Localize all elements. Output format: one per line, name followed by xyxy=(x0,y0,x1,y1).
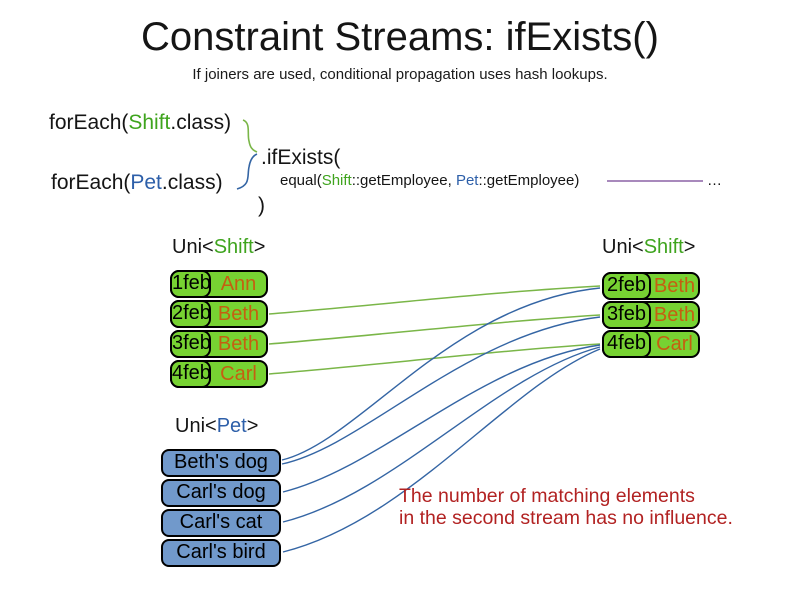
blue-connector-bethsdog-2feb xyxy=(281,287,601,461)
list-item: Beth's dog xyxy=(161,449,281,477)
page-subtitle: If joiners are used, conditional propaga… xyxy=(192,66,608,83)
employee-cell: Carl xyxy=(220,363,257,385)
right-uni-shift-label: Uni<Shift> xyxy=(602,236,695,259)
date-cell: 2feb xyxy=(170,300,211,328)
blue-connector-carlsdog-4feb xyxy=(282,344,601,493)
employee-cell: Beth xyxy=(653,304,696,326)
code-equal-joiner: equal(Shift::getEmployee, Pet::getEmploy… xyxy=(280,172,579,189)
brace-top-green xyxy=(242,119,258,153)
date-cell: 4feb xyxy=(170,360,211,388)
code-text: .class) xyxy=(161,171,223,194)
continuation-ellipsis: … xyxy=(707,172,724,189)
date-cell: 3feb xyxy=(170,330,211,358)
left-uni-shift-label: Uni<Shift> xyxy=(172,236,265,259)
code-close-paren: ) xyxy=(258,194,265,217)
table-row: Carl 4feb xyxy=(602,330,700,358)
pet-type-token: Pet xyxy=(216,415,247,437)
date-cell: 4feb xyxy=(602,330,651,358)
code-text: ::getEmployee, xyxy=(351,172,456,189)
code-text: equal( xyxy=(280,172,322,189)
table-row: Beth 3feb xyxy=(602,301,700,329)
note-line1: The number of matching elements xyxy=(399,485,695,507)
pet-class-token: Pet xyxy=(455,172,479,189)
code-text: forEach( xyxy=(49,111,129,134)
code-text: ::getEmployee) xyxy=(478,172,580,189)
label-text: > xyxy=(253,236,266,258)
list-item: Carl's dog xyxy=(161,479,281,507)
shift-type-token: Shift xyxy=(643,236,684,258)
brace-bottom-blue xyxy=(236,153,258,190)
page-title: Constraint Streams: ifExists() xyxy=(141,15,659,59)
table-row: Carl 4feb xyxy=(170,360,268,388)
code-ifexists: .ifExists( xyxy=(261,146,341,169)
green-connector-4feb xyxy=(268,343,601,375)
table-row: Beth 2feb xyxy=(602,272,700,300)
label-text: Uni< xyxy=(602,236,644,258)
table-row: Ann 1feb xyxy=(170,270,268,298)
shift-type-token: Shift xyxy=(213,236,254,258)
label-text: > xyxy=(683,236,696,258)
code-foreach-pet: forEach(Pet.class) xyxy=(51,171,223,195)
pet-class-token: Pet xyxy=(130,171,162,194)
employee-cell: Beth xyxy=(217,333,260,355)
blue-connector-bethsdog-3feb xyxy=(281,316,601,465)
label-text: > xyxy=(246,415,259,437)
uni-pet-label: Uni<Pet> xyxy=(175,415,258,438)
shift-class-token: Shift xyxy=(128,111,171,134)
list-item: Carl's bird xyxy=(161,539,281,567)
date-cell: 1feb xyxy=(170,270,211,298)
label-text: Uni< xyxy=(175,415,217,437)
date-cell: 2feb xyxy=(602,272,651,300)
code-text: forEach( xyxy=(51,171,131,194)
table-row: Beth 3feb xyxy=(170,330,268,358)
shift-class-token: Shift xyxy=(321,172,352,189)
table-row: Beth 2feb xyxy=(170,300,268,328)
list-item: Carl's cat xyxy=(161,509,281,537)
date-cell: 3feb xyxy=(602,301,651,329)
label-text: Uni< xyxy=(172,236,214,258)
employee-cell: Beth xyxy=(653,275,696,297)
employee-cell: Ann xyxy=(220,273,257,295)
note-line2: in the second stream has no influence. xyxy=(399,506,733,529)
green-connector-3feb xyxy=(268,314,601,345)
green-connector-2feb xyxy=(268,285,601,315)
code-foreach-shift: forEach(Shift.class) xyxy=(49,111,231,135)
employee-cell: Carl xyxy=(656,333,693,355)
code-text: .class) xyxy=(170,111,232,134)
employee-cell: Beth xyxy=(217,303,260,325)
